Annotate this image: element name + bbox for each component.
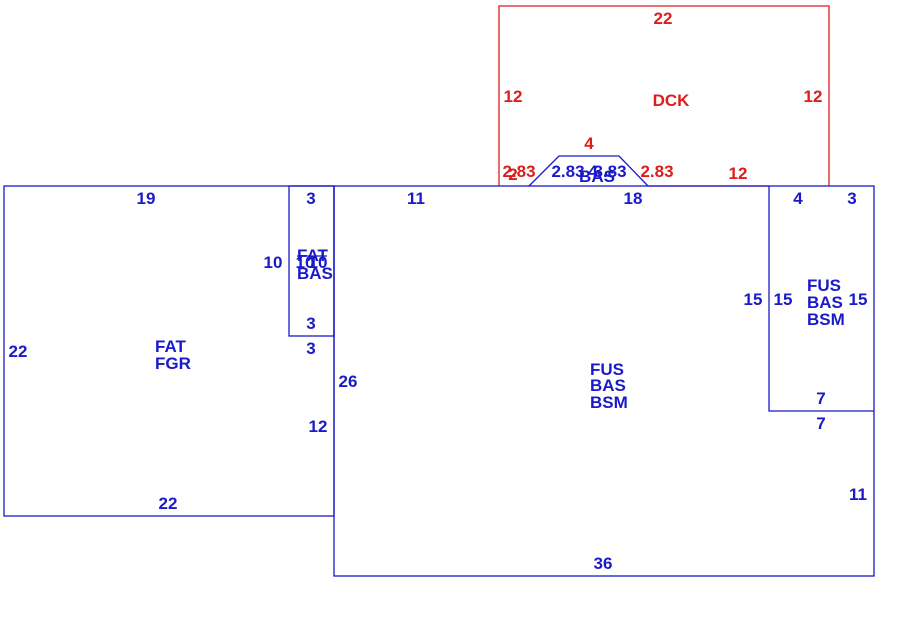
wing-dim-bottom-out: 7 [816, 414, 825, 433]
deck-dim-bay-right: 2.83 [640, 162, 673, 181]
wing-label-3: BSM [807, 310, 845, 329]
deck-area-label: DCK [653, 91, 691, 110]
bay-dim-left: 2.83 [551, 162, 584, 181]
wing-label-1: FUS [807, 276, 841, 295]
attic-dim-top: 3 [306, 189, 315, 208]
main-label-1: FUS [590, 360, 624, 379]
wing-dim-right: 15 [849, 290, 868, 309]
deck-dim-bottom-right: 12 [729, 164, 748, 183]
bay-dim-right: 3.83 [593, 162, 626, 181]
deck-dim-bay-top: 4 [584, 134, 594, 153]
attic-label-2: BAS [297, 264, 333, 283]
deck-outline [498, 5, 830, 186]
main-dim-left-lower: 12 [309, 417, 328, 436]
main-dim-left: 26 [339, 372, 358, 391]
bay-dim-mid: 4 [588, 162, 598, 181]
main-label-2: BAS [590, 376, 626, 395]
main-dim-right-lower: 11 [849, 485, 867, 504]
garage-dim-left: 22 [9, 342, 28, 361]
garage-label-2: FGR [155, 354, 191, 373]
attic-dim-inner-b: 10 [309, 253, 328, 272]
wing-dim-bottom-in: 7 [816, 389, 825, 408]
wing-dim-top-right: 3 [847, 189, 856, 208]
main-label-3: BSM [590, 393, 628, 412]
main-house-outline [333, 185, 875, 577]
bay-area-label: BAS [579, 167, 615, 186]
bay-outline [528, 155, 649, 187]
garage-label-1: FAT [155, 337, 186, 356]
attic-dim-bottom-out: 3 [306, 339, 315, 358]
attic-dim-bottom: 3 [306, 314, 315, 333]
attic-dim-left-inner: 10 [296, 253, 315, 272]
deck-dim-bay-left-b: 2 [508, 165, 517, 184]
attic-dim-left: 10 [264, 253, 283, 272]
deck-dim-bay-left: 2.83 [502, 162, 535, 181]
deck-dim-right: 12 [804, 87, 823, 106]
main-dim-top-mid: 18 [624, 189, 643, 208]
wing-dim-top-left: 4 [793, 189, 803, 208]
wing-dim-left-in: 15 [774, 290, 793, 309]
deck-dim-top: 22 [654, 9, 673, 28]
wing-outline [768, 186, 874, 412]
main-dim-bottom: 36 [594, 554, 613, 573]
garage-dim-top: 19 [137, 189, 156, 208]
wing-label-2: BAS [807, 293, 843, 312]
deck-dim-left: 12 [504, 87, 523, 106]
attic-label-1: FAT [297, 246, 328, 265]
main-dim-top-left: 11 [407, 189, 425, 208]
wing-dim-left-out: 15 [744, 290, 763, 309]
garage-dim-bottom: 22 [159, 494, 178, 513]
